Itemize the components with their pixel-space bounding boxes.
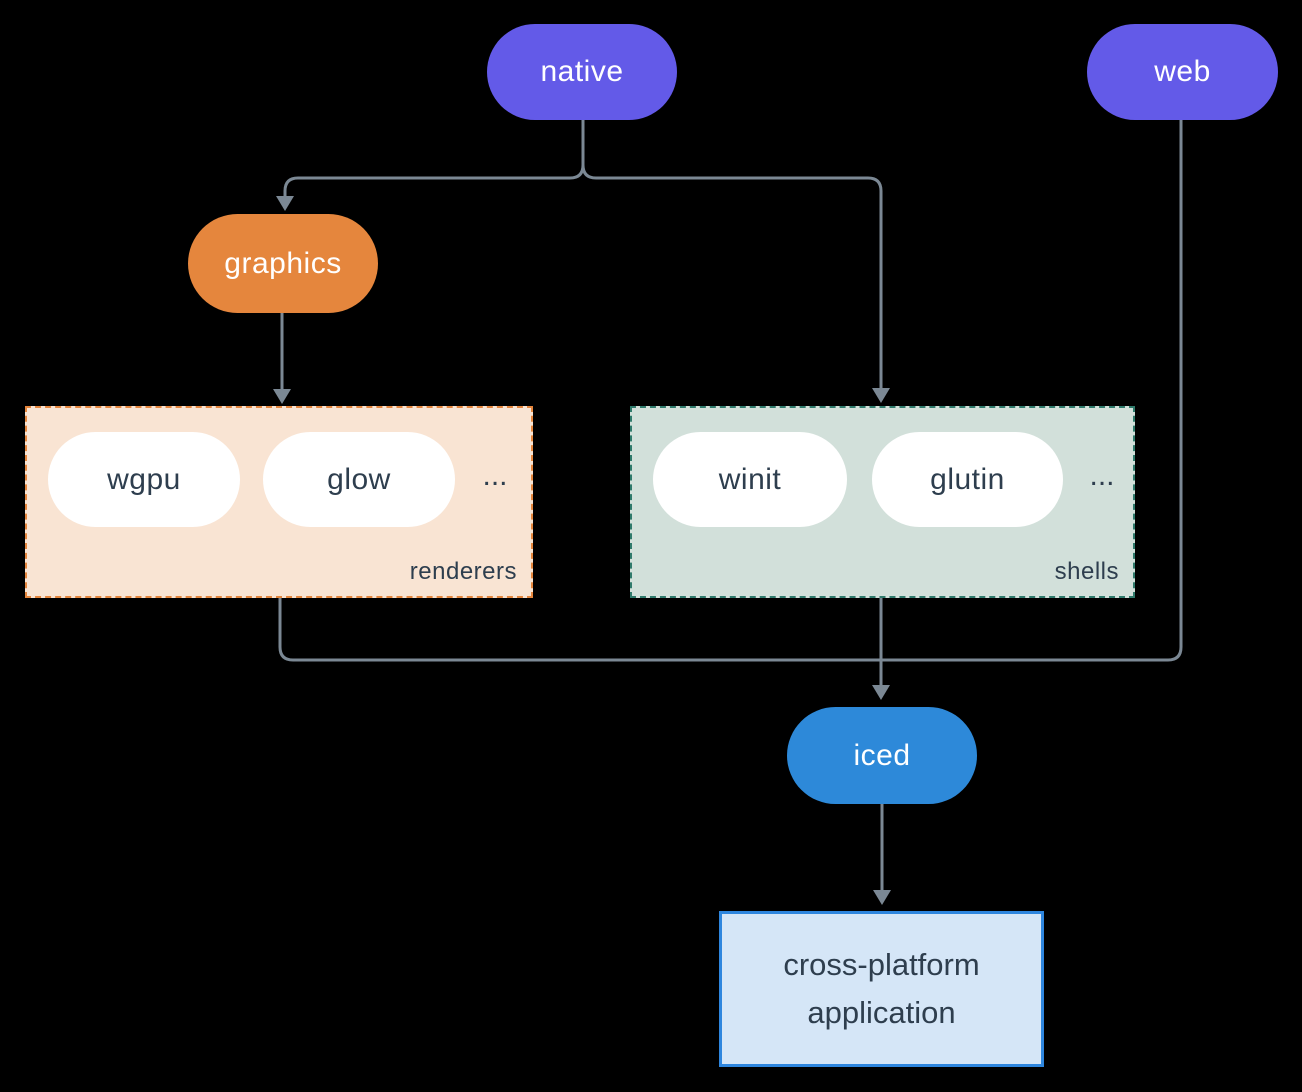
node-cross-platform-application: cross-platform application — [719, 911, 1044, 1067]
arrowhead-graphics — [276, 196, 294, 211]
node-glutin-label: glutin — [930, 462, 1005, 496]
edge-renderers-to-junction — [278, 598, 881, 662]
node-glow-label: glow — [327, 462, 391, 496]
node-native-label: native — [540, 55, 624, 88]
group-shells: winit glutin ... shells — [630, 406, 1135, 598]
node-winit-label: winit — [718, 462, 782, 496]
edge-web-to-junction — [881, 120, 1183, 662]
arrowhead-iced — [872, 685, 890, 700]
node-graphics: graphics — [188, 214, 378, 313]
renderers-group-label: renderers — [409, 558, 517, 585]
node-wgpu: wgpu — [48, 432, 240, 527]
arrowhead-renderers — [273, 389, 291, 404]
node-glutin: glutin — [872, 432, 1063, 527]
arrowhead-shells — [872, 388, 890, 403]
node-winit: winit — [653, 432, 847, 527]
node-glow: glow — [263, 432, 455, 527]
shells-ellipsis: ... — [1089, 459, 1115, 492]
node-iced-label: iced — [853, 738, 911, 772]
shells-group-label: shells — [1054, 558, 1119, 585]
node-web-label: web — [1154, 55, 1211, 88]
arrowhead-application — [873, 890, 891, 905]
node-application-label: cross-platform application — [783, 947, 980, 1030]
edge-native-to-shells — [581, 119, 883, 389]
node-graphics-label: graphics — [224, 246, 342, 280]
node-iced: iced — [787, 707, 977, 804]
node-wgpu-label: wgpu — [107, 462, 181, 496]
edge-native-to-graphics — [283, 119, 585, 197]
renderers-ellipsis: ... — [482, 459, 508, 492]
node-web: web — [1087, 24, 1278, 120]
node-native: native — [487, 24, 677, 120]
group-renderers: wgpu glow ... renderers — [25, 406, 533, 598]
